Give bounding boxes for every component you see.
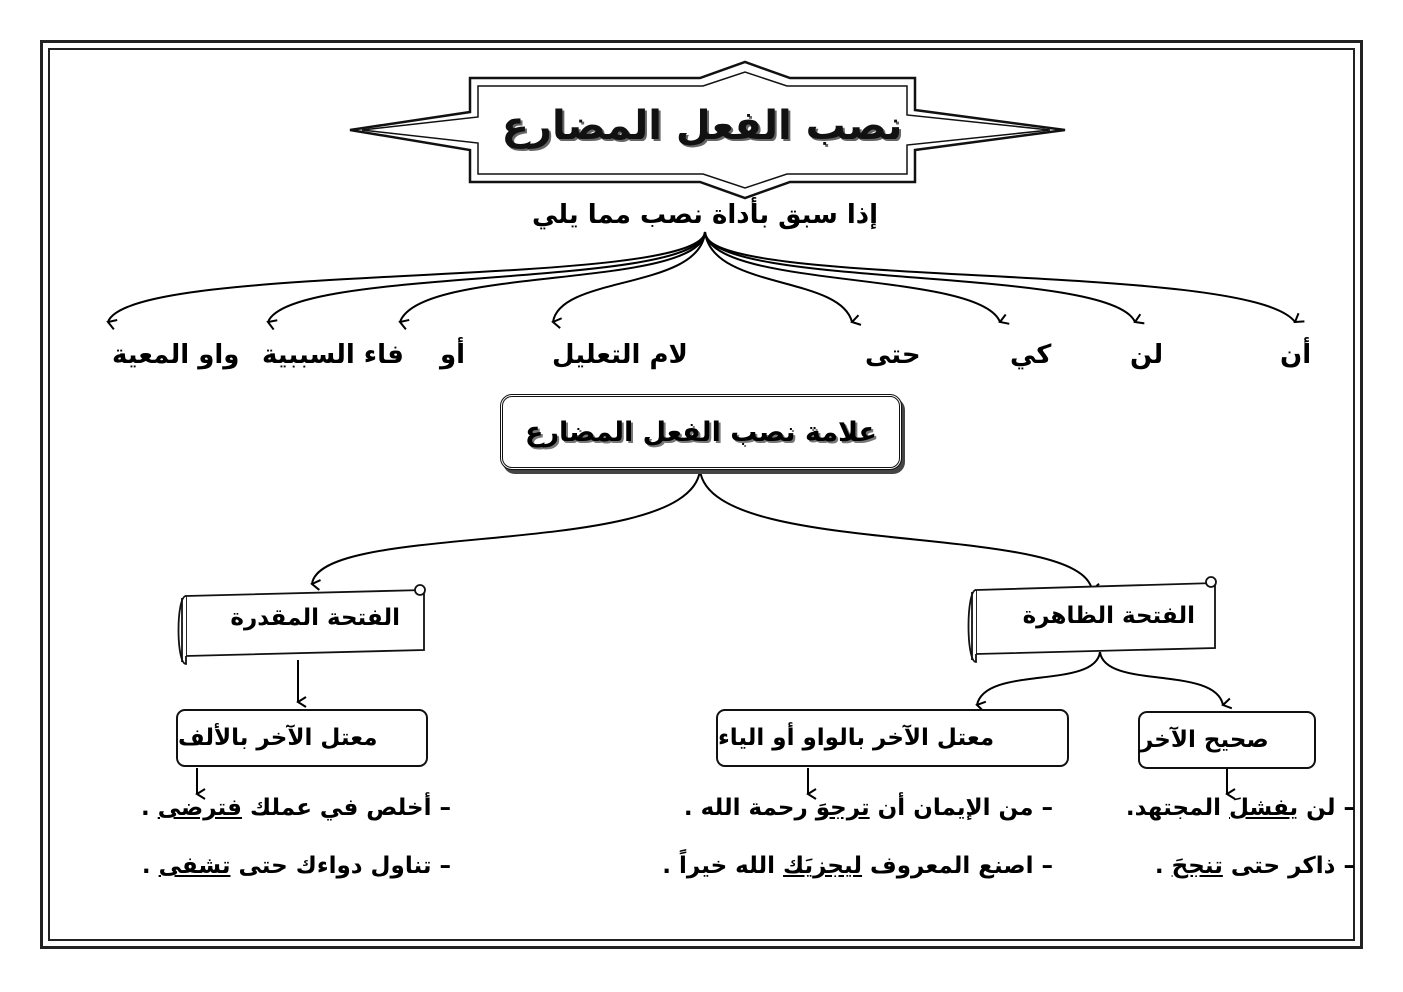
dash: – — [1343, 795, 1356, 821]
branch-apparent-label: الفتحة الظاهرة — [1022, 603, 1195, 629]
example-pointers — [195, 768, 1236, 800]
example-verb: يفشلَ — [1229, 795, 1299, 821]
scroll-apparent — [967, 576, 1217, 663]
dash: – — [1041, 795, 1054, 821]
example-text: . — [1154, 853, 1172, 879]
example-verb: ترجوَ — [815, 795, 870, 821]
dash: – — [1343, 853, 1356, 879]
example-text: . — [141, 853, 159, 879]
category-weak-waw-ya: معتل الآخر بالواو أو الياء — [718, 725, 995, 751]
category-weak-alif: معتل الآخر بالألف — [178, 725, 378, 751]
example-weak-waw-ya-1: – من الإيمان أن ترجوَ رحمة الله . — [684, 795, 1053, 821]
example-text: اصنع المعروف — [862, 853, 1034, 879]
category-sound-box: صحيح الآخر — [1138, 711, 1316, 769]
dash: – — [1041, 853, 1054, 879]
example-text: من الإيمان أن — [869, 795, 1034, 821]
category-weak-waw-ya-box: معتل الآخر بالواو أو الياء — [716, 709, 1069, 767]
example-weak-alif-2: – تناول دواءك حتى تشفى . — [142, 853, 451, 879]
category-sound: صحيح الآخر — [1140, 727, 1269, 753]
particle-hatta: حتى — [865, 340, 921, 370]
example-text: ذاكر حتى — [1222, 853, 1336, 879]
example-sound-1: – لن يفشلَ المجتهد. — [1126, 795, 1355, 821]
dash: – — [439, 795, 452, 821]
title-banner — [349, 60, 1066, 200]
particle-an: أن — [1280, 340, 1312, 370]
branch-arrows — [296, 469, 1233, 713]
particle-fa-sababiya: فاء السببية — [262, 340, 404, 370]
signs-title: علامة نصب الفعل المضارع — [525, 416, 877, 448]
example-sound-2: – ذاكر حتى تنجحَ . — [1155, 853, 1355, 879]
particle-aw: أو — [440, 340, 466, 370]
particle-waw-maiya: واو المعية — [112, 340, 240, 370]
example-weak-waw-ya-2: – اصنع المعروف ليجزيَك الله خيراً . — [662, 853, 1053, 879]
outer-frame — [40, 40, 1363, 949]
example-text: المجتهد. — [1125, 795, 1230, 821]
example-text: . — [140, 795, 158, 821]
example-verb: تشفى — [158, 853, 231, 879]
dash: – — [439, 853, 452, 879]
example-weak-alif-1: – أخلص في عملك فترضى . — [141, 795, 451, 821]
example-text: رحمة الله . — [683, 795, 816, 821]
signs-title-box: علامة نصب الفعل المضارع — [500, 394, 902, 470]
example-verb: ليجزيَك — [783, 853, 863, 879]
scroll-implied — [177, 584, 426, 665]
particle-lam-taleel: لام التعليل — [552, 340, 688, 370]
example-text: تناول دواءك حتى — [230, 853, 432, 879]
particle-fan — [106, 231, 1305, 331]
example-text: أخلص في عملك — [241, 795, 432, 821]
example-text: الله خيراً . — [662, 853, 784, 879]
particle-kay: كي — [1010, 340, 1052, 370]
page-title: نصب الفعل المضارع — [501, 103, 903, 149]
example-verb: تنجحَ — [1171, 853, 1223, 879]
inner-frame — [48, 48, 1355, 941]
particle-lan: لن — [1130, 340, 1164, 370]
branch-implied-label: الفتحة المقدرة — [230, 605, 400, 631]
example-text: لن — [1298, 795, 1336, 821]
example-verb: فترضى — [157, 795, 242, 821]
subtitle: إذا سبق بأداة نصب مما يلي — [531, 200, 879, 230]
category-weak-alif-box: معتل الآخر بالألف — [176, 709, 428, 767]
